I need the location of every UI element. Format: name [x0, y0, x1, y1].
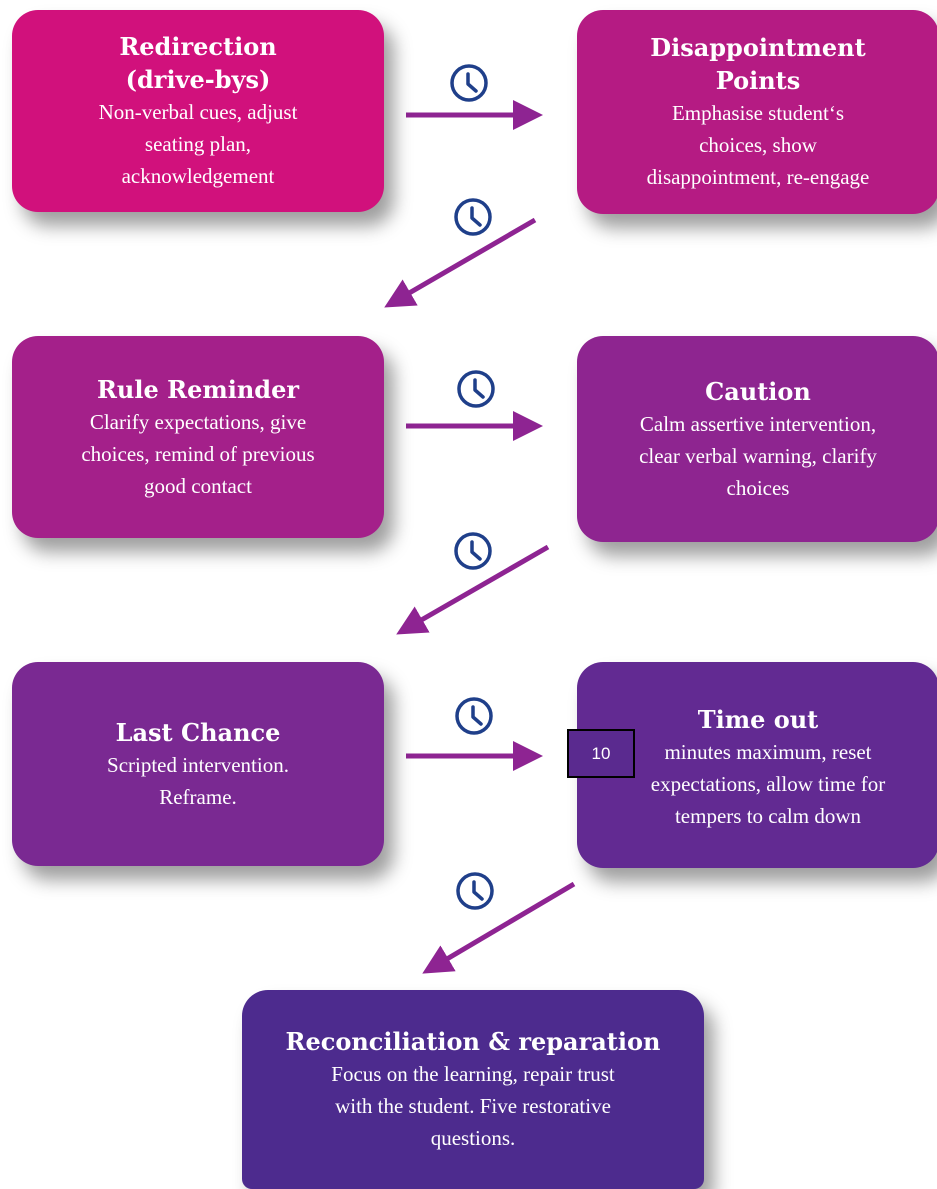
step-redirection-box: Redirection (drive-bys) Non-verbal cues,… — [12, 10, 384, 212]
step-description: Scripted intervention. Reframe. — [107, 752, 289, 809]
clock-icon — [450, 64, 488, 102]
step-title: Redirection (drive-bys) — [119, 32, 277, 94]
step-caution-box: Caution Calm assertive intervention, cle… — [577, 336, 937, 542]
step-title: Reconciliation & reparation — [285, 1027, 661, 1056]
number-badge: 10 — [567, 729, 635, 778]
arrow-icon — [396, 544, 550, 635]
clock-icon — [455, 697, 493, 735]
arrow-icon — [422, 881, 576, 974]
step-description: Calm assertive intervention, clear verba… — [639, 411, 877, 500]
step-last-chance-box: Last Chance Scripted intervention. Refra… — [12, 662, 384, 866]
step-description: minutes maximum, reset expectations, all… — [650, 739, 886, 828]
step-title: Caution — [705, 376, 811, 406]
step-time-out-box: Time out minutes maximum, reset expectat… — [577, 662, 937, 868]
clock-icon — [456, 872, 494, 910]
step-description: Non-verbal cues, adjust seating plan, ac… — [98, 100, 298, 188]
step-description: Emphasise student‘s choices, show disapp… — [646, 101, 870, 189]
step-disappointment-points-box: Disappointment Points Emphasise student‘… — [577, 10, 937, 214]
step-title: Time out — [697, 704, 819, 734]
step-reconciliation-box: Reconciliation & reparation Focus on the… — [242, 990, 704, 1189]
step-description: Focus on the learning, repair trust with… — [331, 1062, 615, 1150]
step-rule-reminder-box: Rule Reminder Clarify expectations, give… — [12, 336, 384, 538]
clock-icon — [454, 198, 492, 236]
step-title: Last Chance — [115, 717, 281, 747]
step-title: Rule Reminder — [96, 374, 299, 404]
clock-icon — [457, 370, 495, 408]
step-title: Disappointment Points — [650, 33, 866, 95]
clock-icon — [454, 532, 492, 570]
arrow-icon — [384, 217, 537, 308]
step-description: Clarify expectations, give choices, remi… — [81, 409, 315, 498]
